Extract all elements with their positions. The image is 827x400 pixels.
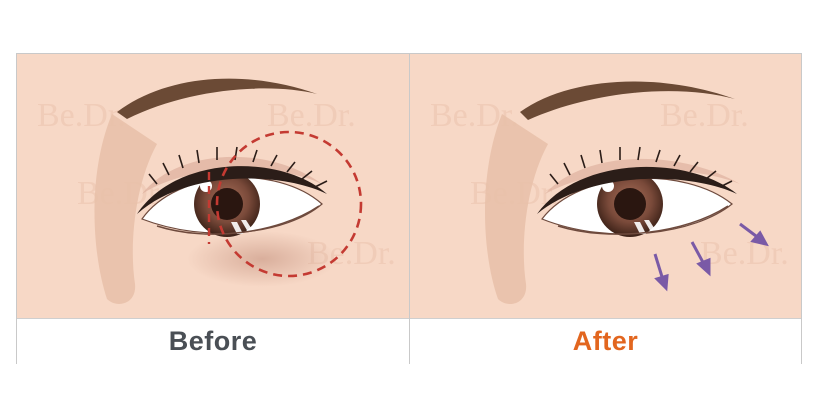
svg-text:Be.Dr.: Be.Dr.	[700, 235, 789, 272]
before-panel: Be.Dr. Be.Dr. Be.Dr. Be.Dr.	[17, 54, 409, 364]
iris-reflection	[231, 220, 253, 234]
eyelid-crease	[142, 156, 322, 194]
arrow-3	[653, 253, 669, 292]
svg-text:Be.Dr.: Be.Dr.	[267, 97, 356, 134]
after-panel: Be.Dr. Be.Dr. Be.Dr. Be.Dr.	[410, 54, 801, 364]
after-eye-illustration: Be.Dr. Be.Dr. Be.Dr. Be.Dr.	[410, 54, 801, 318]
comparison-frame: Be.Dr. Be.Dr. Be.Dr. Be.Dr.	[16, 53, 802, 364]
pupil	[614, 188, 646, 220]
before-caption-band: Before	[17, 318, 409, 364]
upper-lashes	[137, 166, 327, 214]
before-eye-illustration: Be.Dr. Be.Dr. Be.Dr. Be.Dr.	[17, 54, 409, 318]
lower-lashes	[156, 205, 320, 235]
nose-shadow	[485, 114, 548, 304]
panel-divider	[409, 54, 410, 363]
eyelid-crease	[545, 158, 740, 194]
after-caption-band: After	[410, 318, 801, 364]
eyebrow	[520, 81, 735, 120]
after-label: After	[572, 326, 639, 356]
svg-text:Be.Dr.: Be.Dr.	[660, 97, 749, 134]
before-label: Before	[168, 326, 258, 356]
lower-lashes	[557, 205, 729, 235]
eyebrow	[117, 78, 317, 119]
under-eye-bag	[187, 231, 337, 287]
arrow-2	[690, 241, 711, 277]
nose-shadow	[94, 114, 157, 304]
upper-lashes	[537, 166, 737, 214]
iris-reflection	[634, 220, 656, 234]
improvement-arrows	[653, 222, 769, 292]
dashed-highlight-circle	[215, 130, 363, 278]
lash-strands	[148, 146, 328, 188]
pupil	[211, 188, 243, 220]
arrow-1	[739, 222, 769, 247]
lash-strands	[549, 146, 733, 188]
